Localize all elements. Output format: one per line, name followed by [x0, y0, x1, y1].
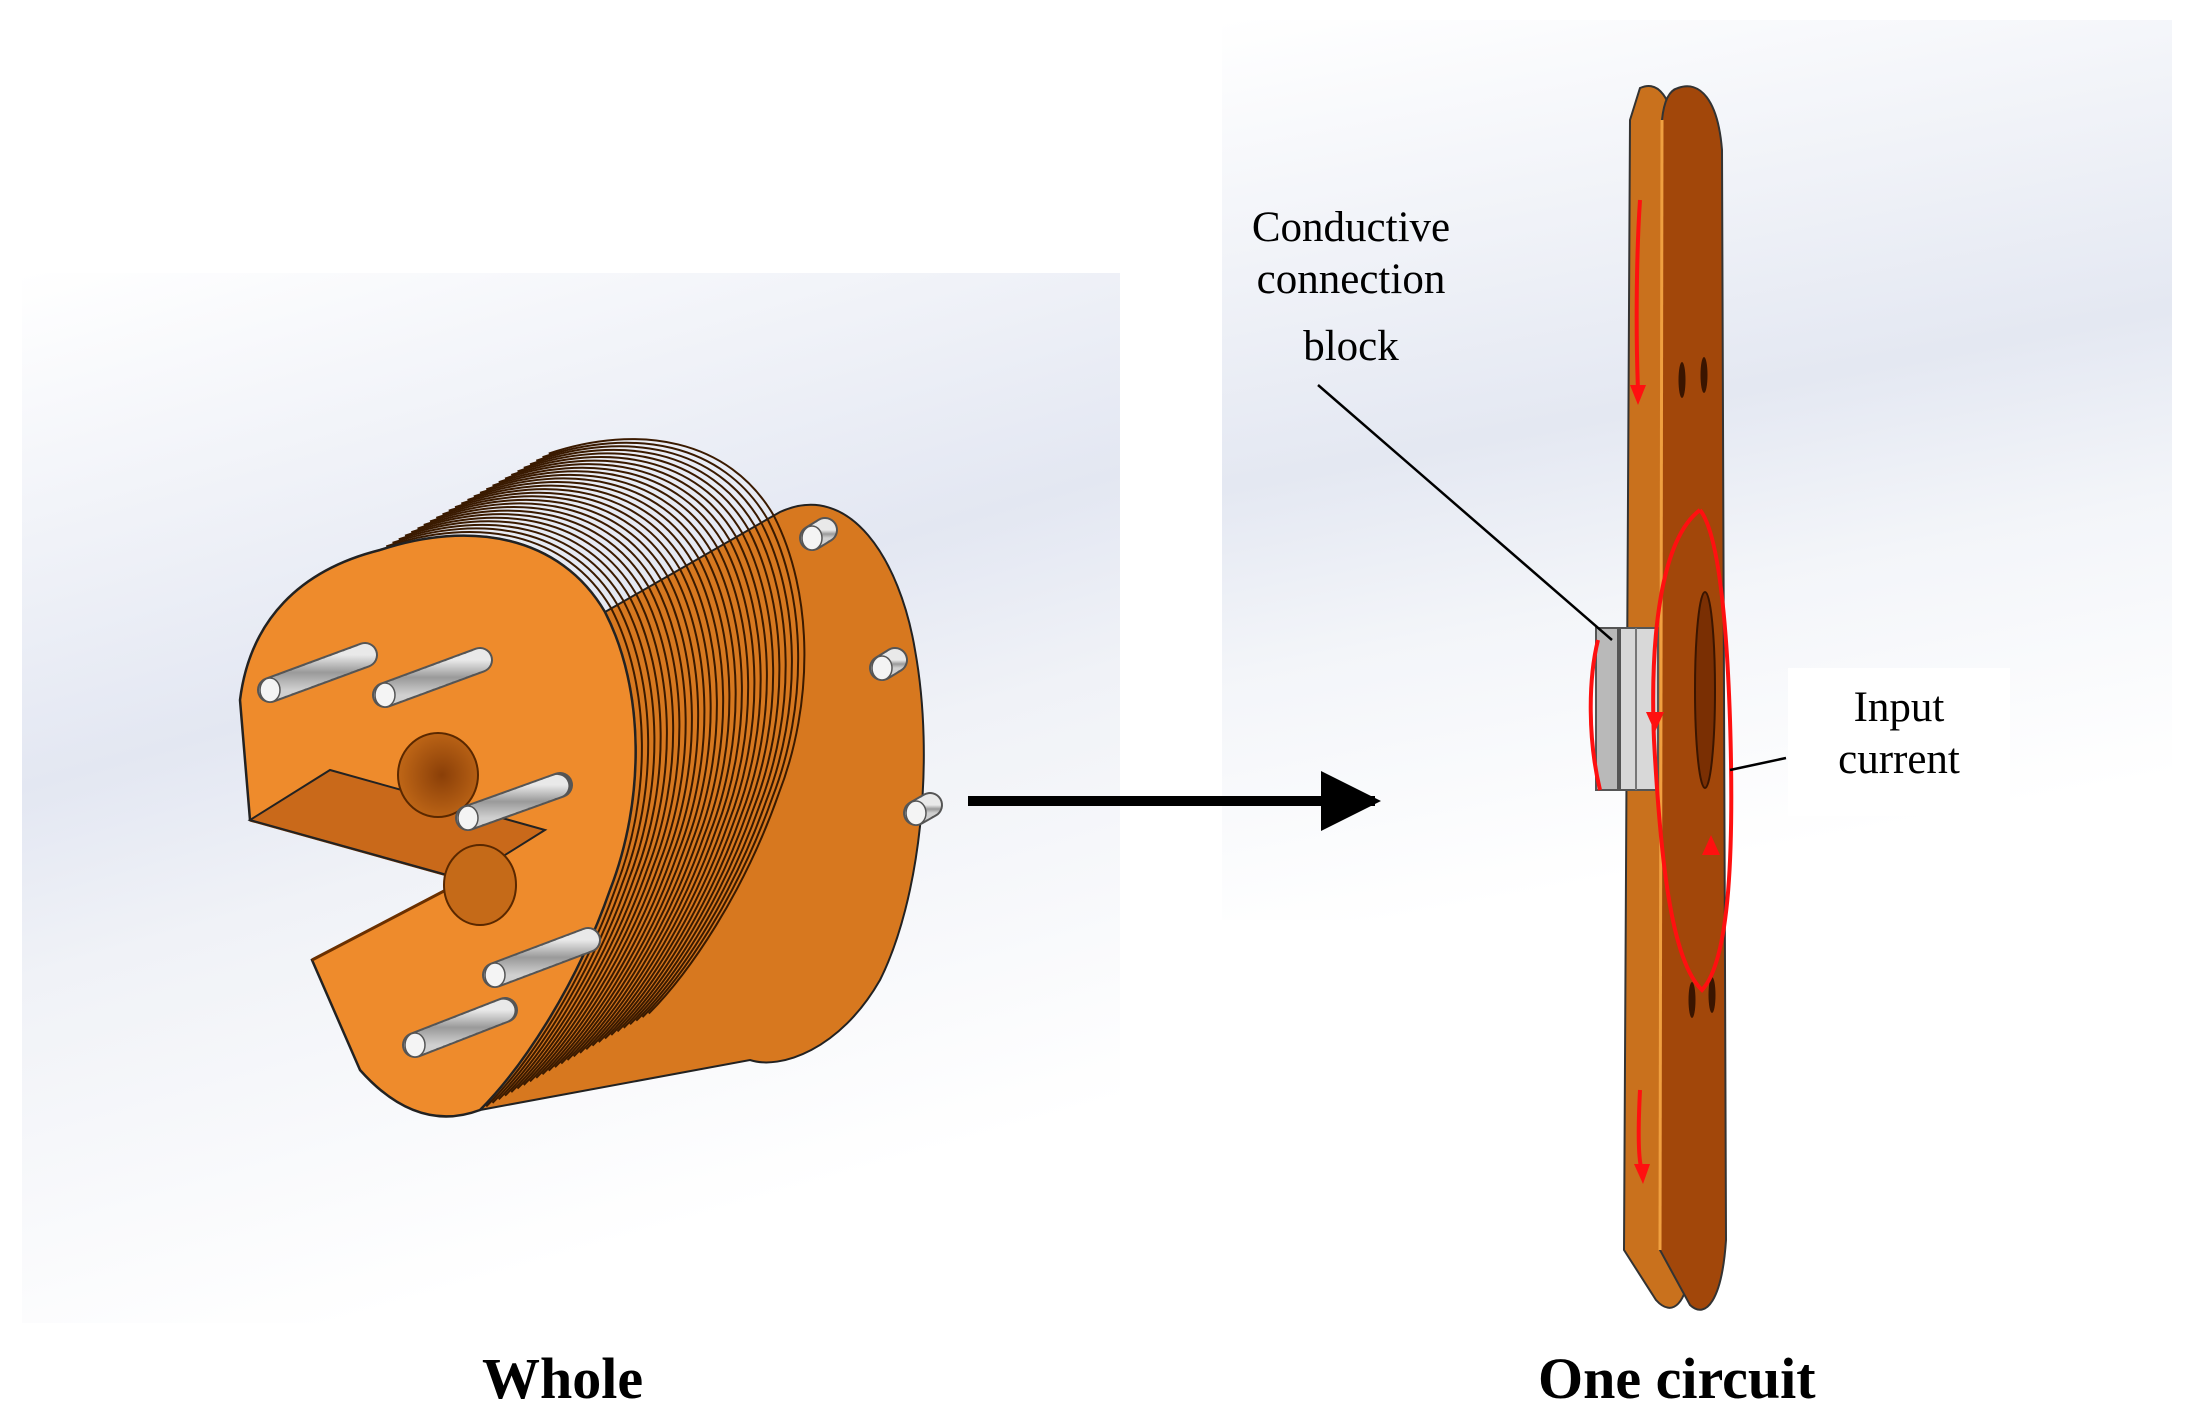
coil-pin-end	[801, 525, 823, 551]
coil-pin-end	[905, 800, 927, 826]
caption-whole: Whole	[482, 1346, 644, 1411]
coil-plate-edge	[417, 513, 675, 1090]
coil-plate-edge	[448, 495, 706, 1072]
disk-hole	[1708, 977, 1716, 1013]
disk-hole	[1678, 362, 1686, 398]
input-current-label-line2: current	[1838, 735, 1960, 783]
coil-plate-edge	[542, 441, 800, 1018]
coil-plate-edge	[435, 502, 693, 1079]
coil-plate-edge	[404, 520, 662, 1097]
one-circuit-disks	[1588, 85, 1734, 1311]
front-disk-rim	[1658, 119, 1664, 1251]
input-current-label-line1: Input	[1853, 684, 1945, 731]
coil-pin-end	[259, 677, 281, 703]
current-arrowhead-loop-down	[1646, 712, 1664, 732]
disk-holes	[1678, 357, 1716, 1018]
coil-pin-knurl	[374, 649, 491, 706]
connection-block-label-line1: Conductive	[1251, 204, 1451, 251]
coil-assembly	[238, 438, 943, 1118]
current-path-loop	[1651, 508, 1734, 993]
coil-plate-edge	[460, 488, 718, 1065]
disk-hole	[1688, 982, 1696, 1018]
coil-plate-edge	[498, 466, 756, 1043]
coil-plate-edge	[523, 452, 781, 1029]
coil-pin-end	[404, 1032, 426, 1058]
connection-block-leader-line	[1317, 384, 1613, 641]
input-current-label: Input current	[1788, 682, 2010, 785]
input-current-label-box	[1788, 668, 2010, 816]
connection-block-label-line3: block	[1303, 323, 1399, 371]
coil-plate-edge	[398, 523, 656, 1100]
conductive-connection-block	[1595, 627, 1619, 791]
coil-pin-knurl	[484, 929, 599, 986]
coil-plate-edge	[492, 470, 750, 1047]
connection-block-label-line2: connection	[1256, 255, 1446, 303]
current-arrowhead-loop-up	[1702, 835, 1720, 855]
current-flow-arrows	[1588, 199, 1734, 1184]
coil-pin-knurl	[457, 774, 571, 829]
coil-plate-edge	[473, 481, 731, 1058]
coil-pin-end	[457, 805, 479, 831]
coil-plate-edge	[442, 498, 700, 1075]
coil-pins	[257, 517, 943, 1058]
current-arrowhead-outer-top	[1630, 385, 1646, 405]
coil-plate-edge	[504, 463, 762, 1040]
coil-plate-edge	[529, 448, 787, 1025]
connection-block-label: Conductive connection block	[1226, 202, 1476, 373]
coil-plate-edge	[535, 445, 793, 1022]
coil-plate-edges	[385, 438, 806, 1108]
coil-plate-edge	[392, 527, 650, 1104]
coil-plate-edge	[429, 506, 687, 1083]
coil-plate-edge	[548, 438, 806, 1015]
coil-pin-knurl	[404, 999, 516, 1056]
coil-plate-edge	[385, 531, 643, 1108]
coil-pin-end	[871, 655, 893, 681]
coil-pin-knurl	[259, 644, 376, 701]
disk-hole	[1700, 357, 1708, 393]
coil-center-bore-upper	[397, 732, 479, 818]
coil-plate-edge	[410, 516, 668, 1093]
coil-plate-edge	[467, 484, 725, 1061]
front-disk	[1658, 85, 1728, 1311]
caption-one-circuit: One circuit	[1538, 1346, 1816, 1411]
coil-plate-edge	[517, 456, 775, 1033]
coil-plate-edge	[485, 473, 743, 1050]
coil-plate-edge	[423, 509, 681, 1086]
current-arrowhead-outer-bottom	[1634, 1164, 1650, 1184]
input-current-leader-line	[1729, 756, 1787, 772]
disk-hub-opening	[1694, 591, 1716, 789]
coil-pin-end	[484, 962, 506, 988]
coil-plate-edge	[510, 459, 768, 1036]
current-path-outer-top	[1634, 199, 1642, 391]
coil-plate-edge	[454, 491, 712, 1068]
coil-pin-end	[374, 682, 396, 708]
coil-plate-edge	[479, 477, 737, 1054]
current-path-block-loop	[1588, 639, 1602, 791]
coil-center-bore-lower	[443, 844, 517, 926]
